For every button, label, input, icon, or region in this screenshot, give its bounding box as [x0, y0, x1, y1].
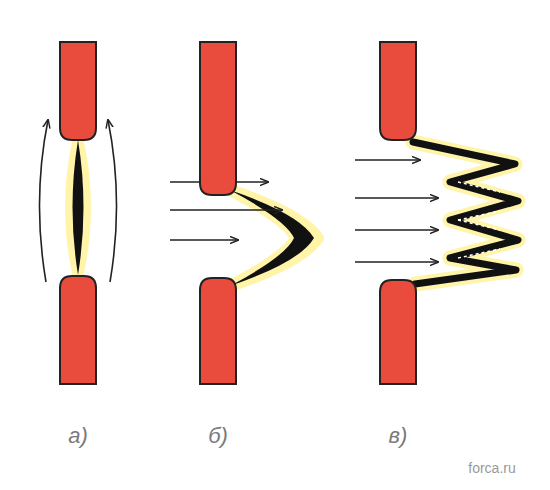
- panel-label: в): [389, 423, 408, 449]
- electrode: [200, 42, 236, 195]
- blast-arrow: [355, 159, 420, 161]
- panel-label: а): [68, 423, 88, 449]
- blast-arrow: [170, 209, 282, 211]
- blast-arrow: [355, 229, 438, 231]
- electrode: [60, 276, 96, 384]
- arc-column: [73, 140, 84, 275]
- arc-glow: [230, 190, 318, 286]
- blast-arrow: [355, 197, 438, 199]
- electrode: [200, 278, 236, 384]
- panel-b: [170, 42, 318, 384]
- arc-column: [230, 190, 314, 286]
- flow-arrow: [108, 120, 117, 282]
- blast-arrow: [170, 239, 238, 241]
- arc-glow: [70, 138, 86, 277]
- panel-a: [39, 42, 116, 384]
- electrode: [380, 280, 416, 384]
- panel-c: [355, 42, 518, 384]
- blast-arrow: [355, 261, 438, 263]
- watermark: forca.ru: [468, 460, 515, 476]
- panel-label: б): [208, 423, 228, 449]
- electrode: [380, 42, 416, 140]
- arc-dashes: [458, 182, 500, 258]
- flow-arrow: [39, 120, 48, 282]
- electrode: [60, 42, 96, 140]
